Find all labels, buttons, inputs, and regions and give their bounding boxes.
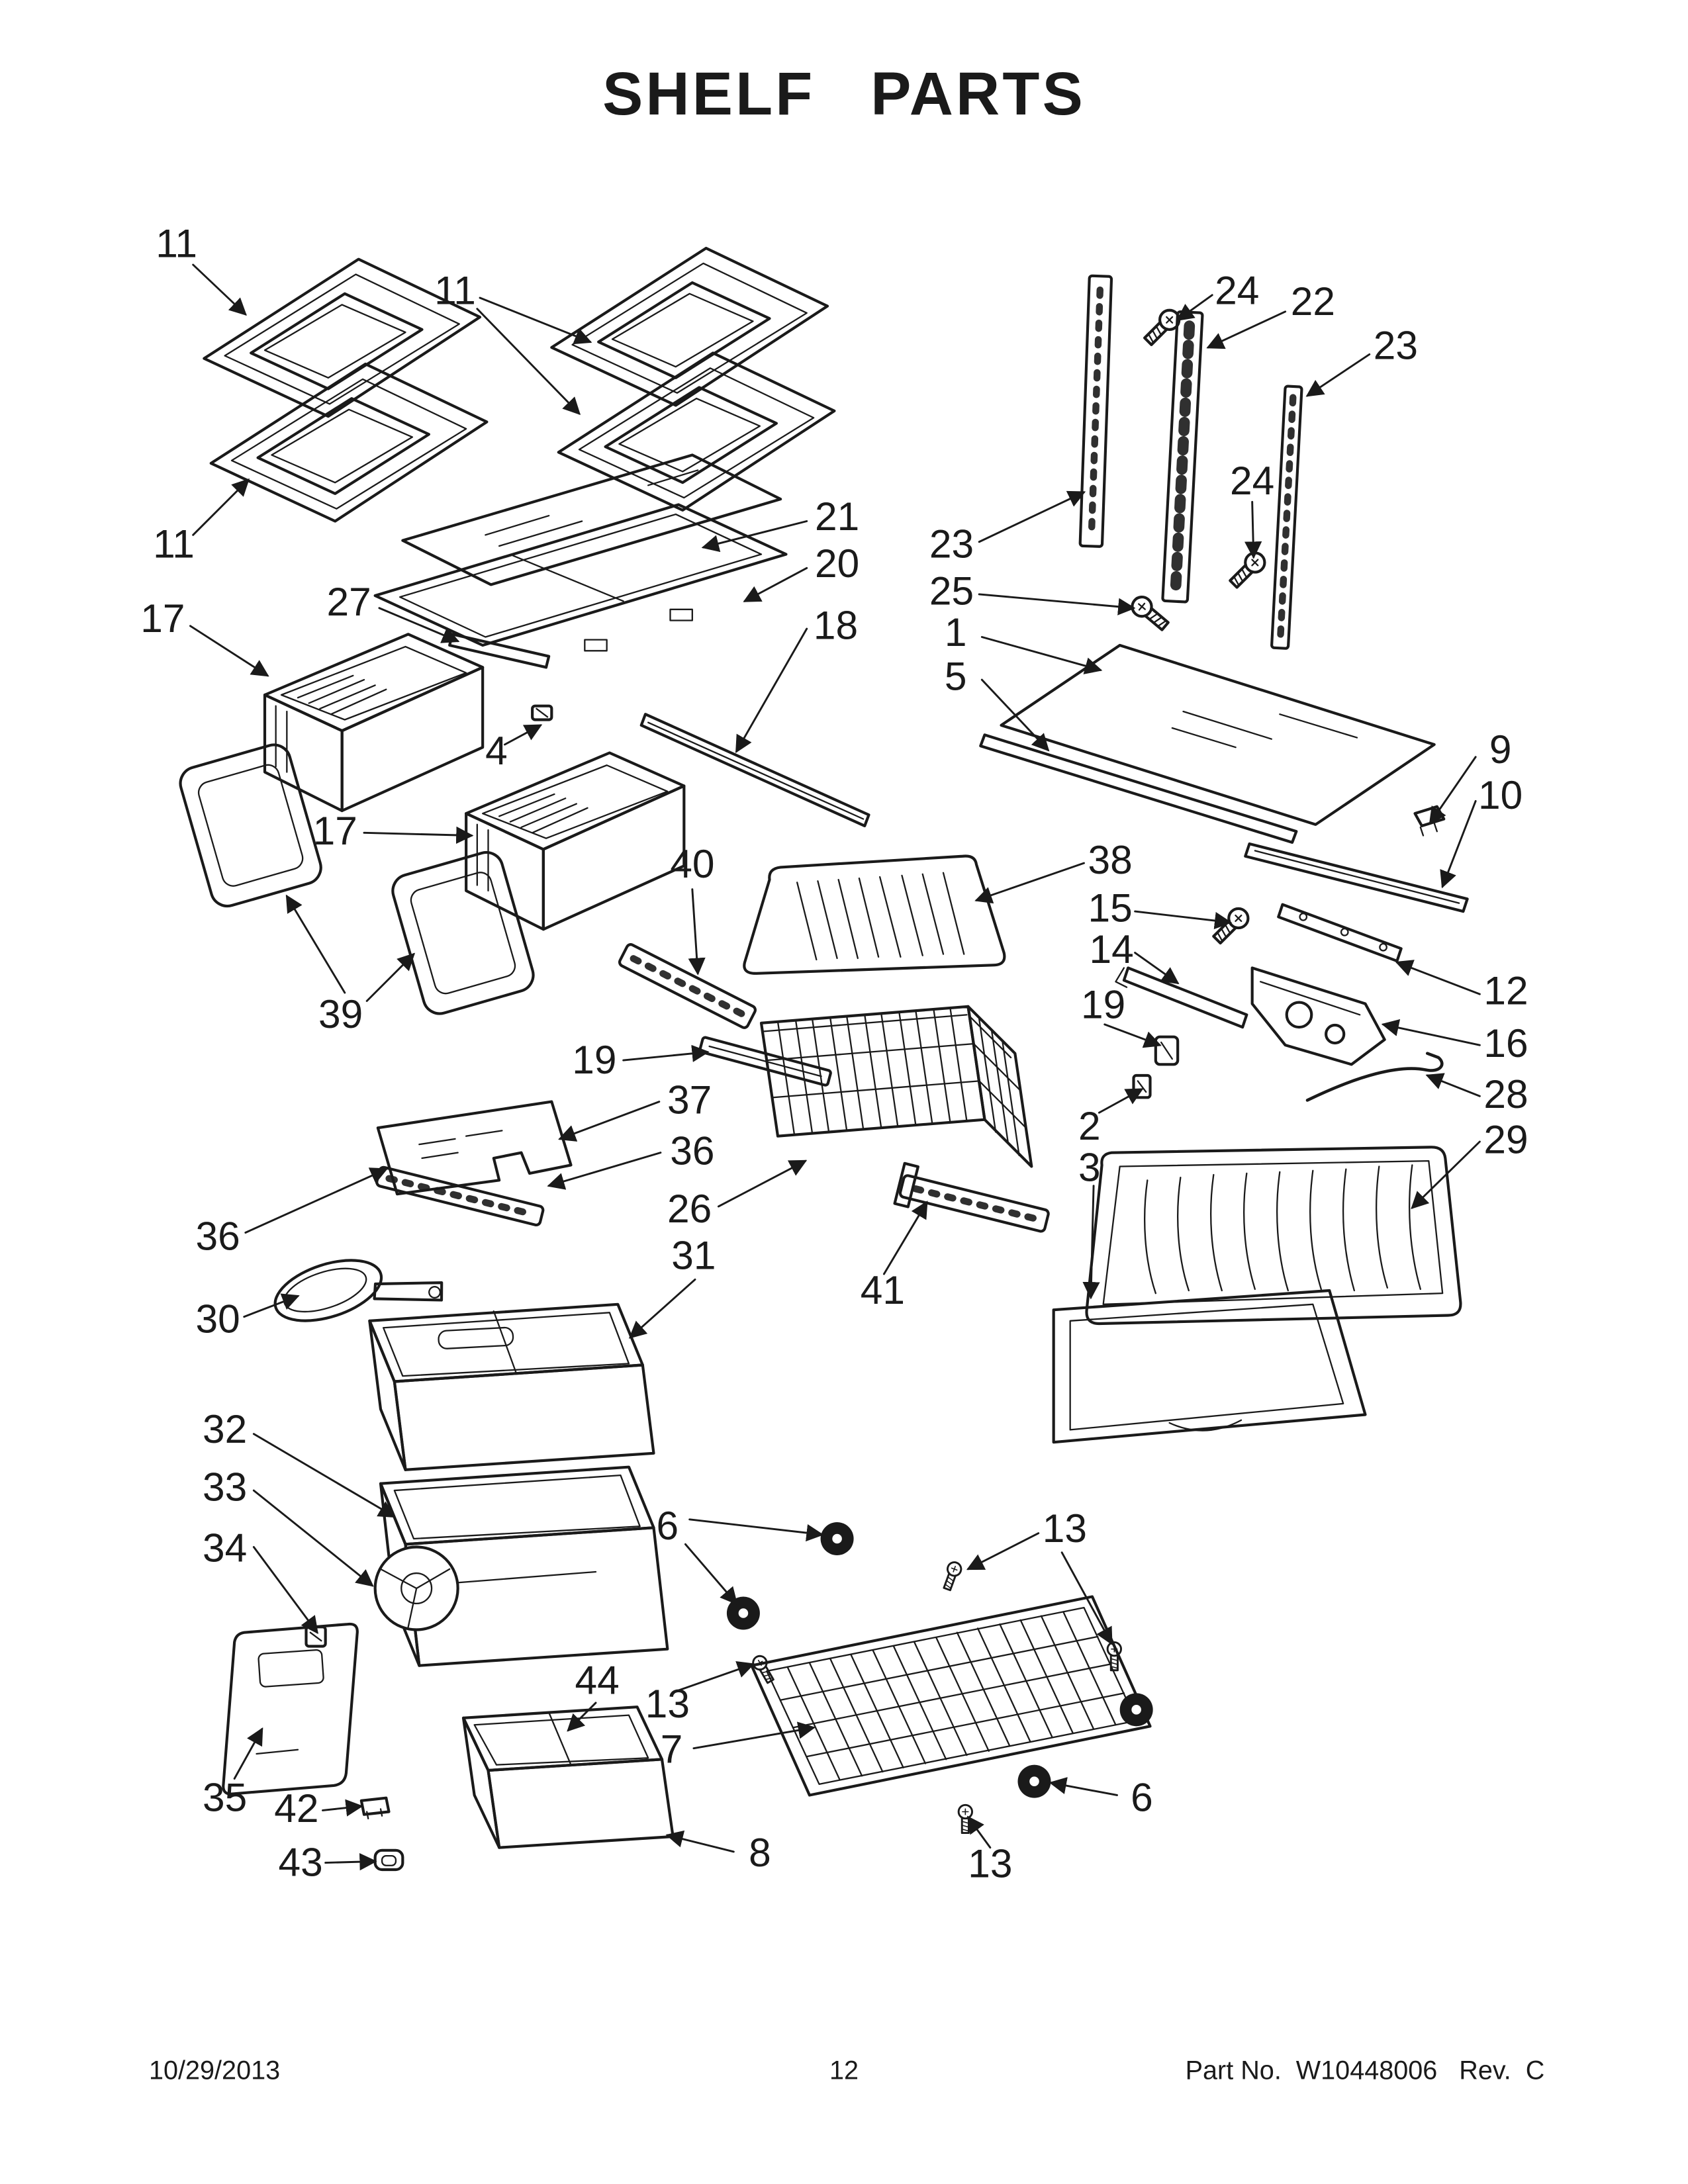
wheel-6 [821,1522,854,1555]
wheel-6 [1120,1693,1153,1726]
rail-41 [893,1161,1050,1233]
slide-rails [375,943,1050,1233]
ice-bin [368,1302,655,1471]
deli-tray [743,854,1006,975]
footer-page-number: 12 [829,2057,859,2087]
rear-trim-brackets [1244,805,1469,913]
rail-40 [618,943,757,1029]
clip-4 [531,704,553,721]
wire-basket [759,1005,1033,1168]
rail-screws [1128,306,1268,634]
leader-lines [189,263,1481,1871]
mounting-rails [1078,274,1303,650]
rear-trim-10 [1244,842,1469,913]
shelf-trim-18 [639,713,870,827]
pantry-pan [1085,1146,1462,1326]
wire-28 [1305,1052,1444,1102]
clip-19 [1154,1035,1180,1066]
small-clips [359,1796,404,1872]
footer-date: 10/29/2013 [148,2057,281,2087]
screw-13 [939,1559,964,1592]
divided-bin [461,1706,675,1849]
ice-scoop [273,1259,444,1322]
wheel-6 [1017,1765,1051,1798]
support-brackets [1115,903,1444,1102]
rail-36 [375,1165,545,1227]
screw-24 [1227,549,1268,590]
pantry-cover [1052,1289,1367,1444]
footer-part-number: Part No. W10448006 Rev. C [1185,2057,1545,2087]
latch-2 [1132,1073,1152,1099]
rollout-shelf [727,1522,1153,1835]
screw-25 [1128,593,1171,633]
rail-14 [1122,966,1248,1029]
auger-plate [373,1545,459,1631]
bracket-16 [1250,966,1386,1066]
screw-15 [1210,905,1252,946]
rail-12 [1277,903,1403,963]
grommet-43 [373,1848,404,1872]
clip-42 [359,1796,391,1820]
front-trim-5 [979,733,1298,844]
drawer-fronts [177,741,538,1018]
drawer-front-small [222,1622,359,1796]
glass-shelf-right [979,643,1436,844]
wheel-6 [727,1596,760,1629]
ice-container [305,1465,669,1667]
crisper-drawers [265,634,684,929]
bracket-37 [376,1100,573,1196]
page-title: SHELF PARTS [602,60,1086,128]
